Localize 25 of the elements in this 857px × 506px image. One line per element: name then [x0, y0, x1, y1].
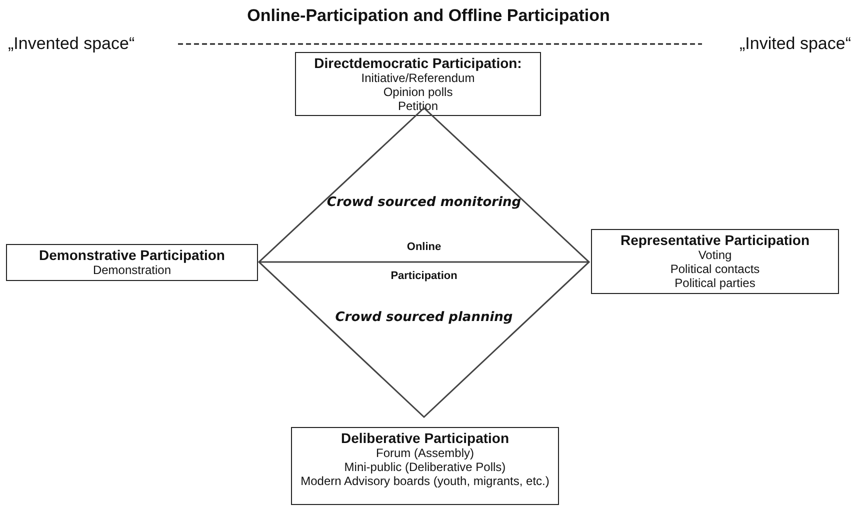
item-text: Initiative/Referendum	[360, 71, 476, 85]
box-heading: Representative Participation	[619, 232, 811, 248]
item-text: Mini-public (Deliberative Polls)	[343, 460, 507, 474]
category-box	[295, 52, 541, 116]
category-box	[291, 427, 559, 505]
item-text: Demonstration	[92, 263, 172, 277]
item-text: Opinion polls	[382, 85, 454, 99]
section-label: Participation	[390, 270, 458, 282]
italic-caption: Crowd sourced planning	[335, 310, 513, 325]
item-text: Forum (Assembly)	[374, 446, 475, 460]
italic-caption: Crowd sourced monitoring	[326, 195, 522, 210]
diagram-title: Online-Participation and Offline Participation	[247, 6, 610, 26]
item-text: Political contacts	[669, 262, 761, 276]
category-box	[591, 229, 839, 294]
box-heading: Directdemocratic Participation:	[313, 55, 523, 71]
item-text: Political parties	[674, 276, 756, 290]
category-box	[6, 244, 258, 281]
box-heading: Demonstrative Participation	[38, 247, 226, 263]
item-text: Voting	[697, 248, 733, 262]
spectrum-label: „Invented space“	[8, 34, 135, 54]
item-text: Modern Advisory boards (youth, migrants, etc.)	[300, 474, 550, 488]
box-heading: Deliberative Participation	[340, 430, 510, 446]
section-label: Online	[406, 241, 442, 253]
item-text: Petition	[396, 99, 440, 113]
spectrum-label: „Invited space“	[740, 34, 851, 54]
